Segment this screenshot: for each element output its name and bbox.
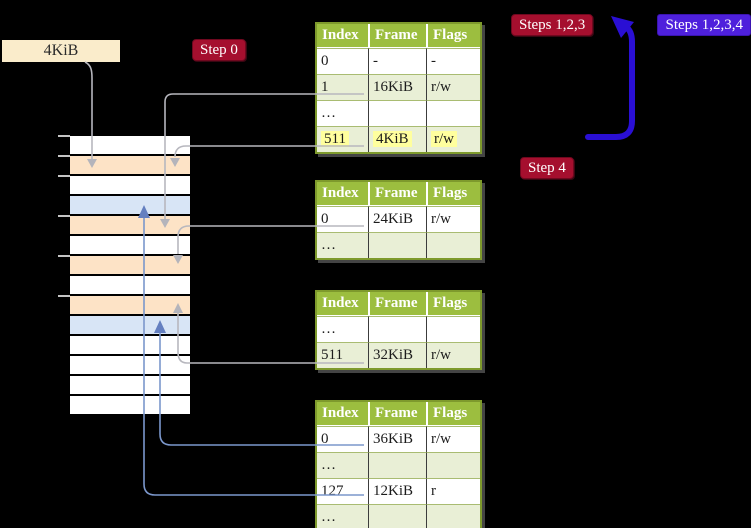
column-header-flags: Flags	[426, 24, 480, 47]
recursive-translation-loop-arrow	[585, 16, 635, 140]
table-row-ellipsis: …	[317, 504, 480, 528]
column-header-index: Index	[317, 24, 368, 47]
cell-frame: 4KiB	[368, 126, 426, 152]
cell-flags: r/w	[426, 342, 480, 368]
cell-flags	[426, 504, 480, 528]
cell-frame	[368, 100, 426, 126]
cell-frame: 24KiB	[368, 206, 426, 232]
cell-flags: -	[426, 48, 480, 74]
memory-page-row	[70, 236, 190, 256]
memory-page-row	[70, 356, 190, 376]
table-row: 0 24KiB r/w	[317, 206, 480, 232]
step4-label: Step 4	[520, 157, 574, 179]
cell-frame	[368, 232, 426, 258]
highlight-mark: r/w	[431, 131, 457, 147]
table-row-ellipsis: …	[317, 452, 480, 478]
cell-flags: r/w	[426, 126, 480, 152]
cell-index: 511	[317, 342, 368, 368]
memory-page-row	[70, 376, 190, 396]
physical-memory-column	[70, 134, 190, 416]
cell-flags	[426, 452, 480, 478]
memory-page-row-l1-table	[70, 296, 190, 316]
memory-page-row-l2-table	[70, 256, 190, 276]
step0-label: Step 0	[192, 39, 246, 61]
column-header-index: Index	[317, 292, 368, 315]
cell-flags: r	[426, 478, 480, 504]
memory-page-row-mapped-12kib	[70, 196, 190, 216]
column-header-frame: Frame	[368, 402, 426, 425]
memory-address-tick-marks	[58, 135, 70, 297]
cell-frame: -	[368, 48, 426, 74]
table-row: 0 36KiB r/w	[317, 426, 480, 452]
table-row: 511 32KiB r/w	[317, 342, 480, 368]
column-header-frame: Frame	[368, 24, 426, 47]
cell-frame: 12KiB	[368, 478, 426, 504]
frame-size-legend-box: 4KiB	[2, 40, 120, 62]
column-header-flags: Flags	[426, 292, 480, 315]
column-header-frame: Frame	[368, 182, 426, 205]
cell-index: 127	[317, 478, 368, 504]
table-row: 1 16KiB r/w	[317, 74, 480, 100]
cell-index: 0	[317, 48, 368, 74]
page-table-level1: Index Frame Flags 0 36KiB r/w … 127 12Ki…	[315, 400, 482, 528]
table-header-row: Index Frame Flags	[317, 24, 480, 48]
cell-frame	[368, 452, 426, 478]
cell-frame	[368, 504, 426, 528]
cell-index: …	[317, 504, 368, 528]
cell-index: 0	[317, 426, 368, 452]
cell-index: …	[317, 316, 368, 342]
page-table-level2: Index Frame Flags … 511 32KiB r/w	[315, 290, 482, 370]
memory-page-row	[70, 176, 190, 196]
cell-frame: 32KiB	[368, 342, 426, 368]
memory-page-row-l4-table	[70, 156, 190, 176]
table-row-ellipsis: …	[317, 232, 480, 258]
cell-index: 511	[317, 126, 368, 152]
cell-flags: r/w	[426, 426, 480, 452]
column-header-flags: Flags	[426, 402, 480, 425]
table-row-ellipsis: …	[317, 316, 480, 342]
table-header-row: Index Frame Flags	[317, 402, 480, 426]
cell-index: 1	[317, 74, 368, 100]
table-row-recursive-entry: 511 4KiB r/w	[317, 126, 480, 152]
cell-index: 0	[317, 206, 368, 232]
memory-page-row	[70, 136, 190, 156]
table-header-row: Index Frame Flags	[317, 182, 480, 206]
highlight-mark: 4KiB	[373, 131, 412, 147]
cell-flags	[426, 232, 480, 258]
steps-1-2-3-4-label: Steps 1,2,3,4	[657, 14, 751, 36]
memory-page-row	[70, 336, 190, 356]
memory-page-row	[70, 396, 190, 416]
column-header-frame: Frame	[368, 292, 426, 315]
cell-flags: r/w	[426, 206, 480, 232]
table-header-row: Index Frame Flags	[317, 292, 480, 316]
cell-flags	[426, 100, 480, 126]
memory-page-row-l3-table	[70, 216, 190, 236]
page-table-level3: Index Frame Flags 0 24KiB r/w …	[315, 180, 482, 260]
cell-frame: 16KiB	[368, 74, 426, 100]
table-row: 0 - -	[317, 48, 480, 74]
cell-index: …	[317, 232, 368, 258]
memory-page-row	[70, 276, 190, 296]
cell-index: …	[317, 100, 368, 126]
table-row-ellipsis: …	[317, 100, 480, 126]
cell-frame	[368, 316, 426, 342]
arrowhead-up-left-icon	[611, 16, 634, 38]
cell-frame: 36KiB	[368, 426, 426, 452]
column-header-flags: Flags	[426, 182, 480, 205]
column-header-index: Index	[317, 402, 368, 425]
steps-1-2-3-label: Steps 1,2,3	[511, 14, 594, 36]
table-row: 127 12KiB r	[317, 478, 480, 504]
page-table-level4: Index Frame Flags 0 - - 1 16KiB r/w … 51…	[315, 22, 482, 154]
highlight-mark: 511	[321, 131, 349, 147]
cell-flags: r/w	[426, 74, 480, 100]
column-header-index: Index	[317, 182, 368, 205]
memory-page-row-mapped-36kib	[70, 316, 190, 336]
cell-index: …	[317, 452, 368, 478]
cell-flags	[426, 316, 480, 342]
